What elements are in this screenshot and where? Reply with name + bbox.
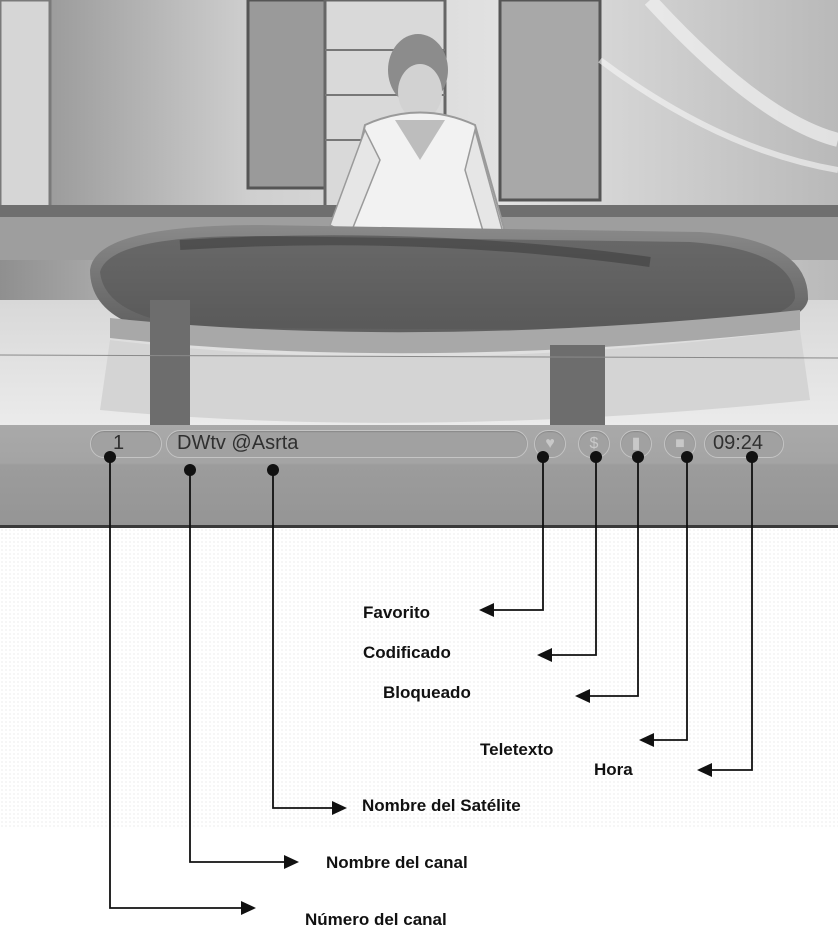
lock-indicator: ▮ (620, 430, 652, 458)
label-satelite: Nombre del Satélite (362, 796, 521, 815)
arrowhead (284, 855, 299, 869)
dotted-background (0, 528, 838, 828)
teletext-indicator: ■ (664, 430, 696, 458)
scrambled-indicator: $ (578, 430, 610, 458)
channel-number: 1 (113, 432, 125, 454)
favorite-indicator: ♥ (534, 430, 566, 458)
label-numero: Número del canal (305, 910, 447, 929)
channel-name: DWtv @Asrta (177, 432, 299, 454)
label-canal: Nombre del canal (326, 853, 468, 872)
tv-broadcast-image (0, 0, 838, 425)
dollar-icon: $ (589, 435, 599, 452)
channel-info-bar: 1 DWtv @Asrta ♥ $ ▮ ■ 09:24 (0, 425, 838, 528)
time-box: 09:24 (704, 430, 784, 458)
teletext-icon: ■ (675, 435, 685, 452)
label-bloqueado: Bloqueado (383, 683, 471, 702)
clock-time: 09:24 (713, 432, 764, 454)
label-hora: Hora (594, 760, 633, 779)
channel-number-box: 1 (90, 430, 162, 458)
label-favorito: Favorito (363, 603, 431, 622)
channel-name-box: DWtv @Asrta (166, 430, 528, 458)
label-teletexto: Teletexto (480, 740, 554, 759)
label-codificado: Codificado (363, 643, 451, 662)
lock-icon: ▮ (631, 435, 641, 452)
arrowhead (241, 901, 256, 915)
newsroom-scene (0, 0, 838, 425)
heart-icon: ♥ (545, 435, 555, 452)
